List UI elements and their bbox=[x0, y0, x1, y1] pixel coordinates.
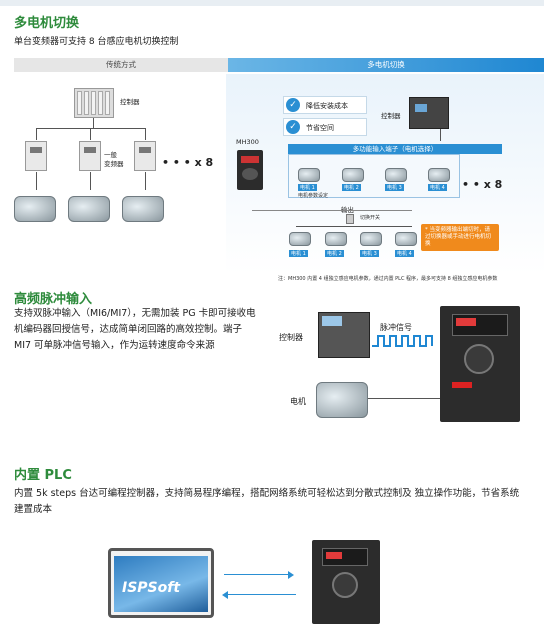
param-motor-3: 电机 3 bbox=[385, 184, 404, 191]
section-subtitle-multi-motor: 单台变频器可支持 8 台感应电机切换控制 bbox=[14, 37, 179, 47]
drive-display bbox=[326, 552, 342, 559]
drive-knob bbox=[332, 572, 358, 598]
pulse-motor-label: 电机 bbox=[290, 397, 306, 406]
motor-icon bbox=[325, 232, 347, 246]
benefit-cost-label: 降低安装成本 bbox=[306, 102, 348, 110]
motor-icon bbox=[68, 196, 110, 222]
arrow-to-drive bbox=[224, 574, 292, 575]
motor-icon bbox=[342, 168, 364, 182]
motor-icon bbox=[316, 382, 368, 418]
model-label: MH300 bbox=[236, 138, 259, 146]
switch-note: * 当变频器输出端切时，请过切换器或手动进行电机切换 bbox=[421, 224, 499, 251]
drive-display bbox=[241, 156, 259, 163]
row-motor-3: 电机 3 bbox=[360, 250, 379, 257]
motor-icon bbox=[428, 168, 450, 182]
plc-display bbox=[415, 104, 427, 112]
motor-icon bbox=[385, 168, 407, 182]
connector-line bbox=[36, 172, 37, 190]
controller-plc-icon bbox=[74, 88, 114, 118]
motor-icon bbox=[395, 232, 417, 246]
top-band bbox=[0, 0, 544, 6]
pulse-controller-label: 控制器 bbox=[279, 333, 303, 342]
check-icon: ✓ bbox=[286, 98, 300, 112]
param-set-label: 电机参数设定 bbox=[298, 193, 329, 199]
row-motor-1: 电机 1 bbox=[289, 250, 308, 257]
multi-motor-header: 多电机切换 bbox=[228, 58, 544, 72]
section-title-pulse: 高频脉冲输入 bbox=[14, 292, 93, 307]
drive-knob bbox=[464, 344, 494, 374]
section-title-multi-motor: 多电机切换 bbox=[14, 16, 80, 31]
param-motor-4: 电机 4 bbox=[428, 184, 447, 191]
connector-line bbox=[368, 398, 440, 399]
pulse-waveform-icon bbox=[372, 335, 433, 347]
inverter-icon bbox=[25, 141, 47, 171]
section-title-plc: 内置 PLC bbox=[14, 468, 72, 483]
drive-display bbox=[456, 318, 476, 326]
connector-line bbox=[145, 128, 146, 140]
row-motor-2: 电机 2 bbox=[325, 250, 344, 257]
switch-icon bbox=[346, 214, 354, 224]
controller-plc-icon bbox=[409, 97, 449, 129]
plc-display bbox=[322, 316, 342, 326]
pulse-description: 支持双脉冲输入（MI6/MI7），无需加装 PG 卡即可接收电机编码器回授信号，… bbox=[14, 308, 256, 351]
multi-function-input-bar: 多功能输入端子（电机选择） bbox=[288, 144, 502, 154]
switch-label: 切换开关 bbox=[360, 215, 381, 221]
arrow-left-icon bbox=[222, 591, 228, 599]
ispsoft-logo-text: ISPSoft bbox=[122, 580, 181, 596]
right-controller-label: 控制器 bbox=[381, 112, 401, 120]
left-count-label: • • • x 8 bbox=[162, 156, 214, 169]
motor-icon bbox=[122, 196, 164, 222]
arrow-right-icon bbox=[288, 571, 294, 579]
connector-line bbox=[440, 129, 441, 141]
benefit-box-space bbox=[283, 118, 367, 136]
connector-line bbox=[252, 210, 412, 211]
connector-line bbox=[296, 226, 412, 227]
inverter-icon bbox=[134, 141, 156, 171]
motor-icon bbox=[14, 196, 56, 222]
right-count-label: • • x 8 bbox=[462, 178, 503, 191]
connector-line bbox=[36, 128, 146, 129]
check-icon: ✓ bbox=[286, 120, 300, 134]
brand-logo-icon bbox=[452, 382, 472, 388]
motor-icon bbox=[289, 232, 311, 246]
connector-line bbox=[93, 118, 94, 128]
plc-description: 内置 5k steps 台达可编程控制器，支持简易程序编程，搭配网络系统可轻松达… bbox=[14, 488, 520, 515]
footnote: 注：MH300 内置 4 组独立感应电机参数，通过内置 PLC 程序，最多可支持… bbox=[278, 276, 498, 282]
connector-line bbox=[90, 128, 91, 140]
connector-line bbox=[145, 172, 146, 190]
row-motor-4: 电机 4 bbox=[395, 250, 414, 257]
left-controller-label: 控制器 bbox=[120, 98, 140, 106]
connector-line bbox=[370, 340, 440, 341]
benefit-space-label: 节省空间 bbox=[306, 124, 334, 132]
benefit-box-cost bbox=[283, 96, 367, 114]
param-motor-1: 电机 1 bbox=[298, 184, 317, 191]
drive-knob bbox=[242, 168, 258, 180]
pulse-signal-label: 脉冲信号 bbox=[380, 323, 412, 332]
left-inverter-label: 一般 变频器 bbox=[104, 151, 124, 168]
param-motor-2: 电机 2 bbox=[342, 184, 361, 191]
motor-icon bbox=[360, 232, 382, 246]
ispsoft-splash bbox=[114, 556, 208, 612]
traditional-header: 传统方式 bbox=[14, 58, 228, 72]
connector-line bbox=[36, 128, 37, 140]
inverter-icon bbox=[79, 141, 101, 171]
output-label: 输出 bbox=[341, 206, 354, 214]
connector-line bbox=[90, 172, 91, 190]
motor-icon bbox=[298, 168, 320, 182]
arrow-to-pc bbox=[228, 594, 296, 595]
